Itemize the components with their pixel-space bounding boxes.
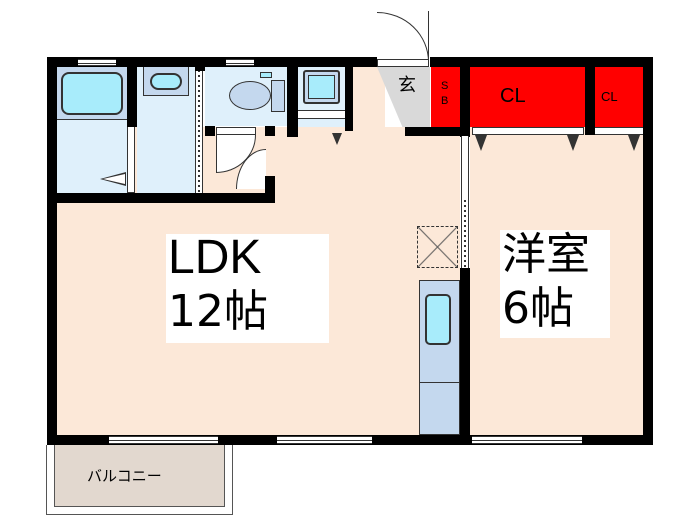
washroom-sliding-door[interactable]: [195, 70, 203, 193]
closet-small-label: CL: [601, 89, 618, 104]
wall-entrance-bottom: [405, 127, 465, 136]
western-room-label-box: [500, 230, 610, 338]
kitchen-sink-icon: [425, 294, 451, 345]
entrance-door-threshold: [377, 59, 429, 67]
toilet-room: [205, 67, 287, 126]
ldk-size: 12帖: [168, 286, 268, 337]
closet-main-label: CL: [500, 85, 526, 107]
toilet-door[interactable]: [216, 127, 276, 193]
kitchen-counter-divider: [420, 382, 459, 383]
closet-small[interactable]: [595, 67, 643, 127]
toilet-bowl-icon: [229, 81, 271, 110]
bathroom: [57, 67, 127, 193]
balcony-floor: [54, 445, 225, 507]
wall-wash-toilet: [195, 67, 205, 71]
toilet-tank-icon: [271, 80, 285, 112]
closet-main[interactable]: [470, 67, 585, 127]
wall-top-left: [47, 57, 377, 67]
toilet-lever-icon: [260, 72, 272, 78]
window-ldk-right[interactable]: [277, 436, 372, 444]
wall-cl-cl: [585, 67, 595, 135]
washroom: [137, 67, 195, 193]
shoe-box[interactable]: [431, 67, 460, 127]
shoe-box-label-b: B: [441, 95, 449, 107]
wall-bath-bottom: [47, 193, 275, 203]
closet-main-door[interactable]: [472, 127, 584, 135]
laundry-door-arrow: [332, 133, 342, 145]
closet-small-door-arrow: [628, 135, 640, 151]
wall-top-right: [430, 57, 653, 67]
wall-closet-post: [265, 126, 275, 136]
wall-laundry-right: [345, 67, 353, 131]
washbasin-icon: [150, 73, 182, 90]
window-ldk-left[interactable]: [109, 436, 218, 444]
bathtub-icon: [61, 72, 123, 115]
door-swing-triangle-inner: [103, 174, 125, 184]
laundry-space: [296, 67, 346, 127]
window-bedroom[interactable]: [472, 436, 582, 444]
wall-toilet-bottom: [205, 126, 215, 136]
shoe-box-label-s: S: [441, 80, 449, 92]
sliding-door-track: [464, 200, 466, 268]
window-toilet[interactable]: [226, 59, 254, 66]
western-room-name: 洋室: [502, 229, 590, 280]
wall-closet-post-lower: [265, 176, 275, 203]
wall-right: [643, 57, 653, 445]
washing-machine-icon: [303, 70, 340, 104]
laundry-door[interactable]: [296, 110, 346, 119]
entrance-door-jamb: [428, 11, 429, 61]
western-room-size: 6帖: [502, 283, 574, 334]
ldk-name: LDK: [168, 231, 262, 284]
closet-small-door[interactable]: [594, 127, 644, 135]
wall-left: [47, 57, 57, 445]
wall-sb-cl: [460, 67, 470, 137]
window-bath[interactable]: [78, 59, 116, 66]
wall-toilet-right: [287, 67, 298, 137]
bathroom-door[interactable]: [127, 125, 135, 193]
range-hood-icon: [417, 226, 458, 268]
entrance-label: 玄: [398, 75, 416, 96]
entrance-door-swing[interactable]: [377, 12, 429, 62]
wall-bath-wash: [127, 67, 137, 127]
closet-door-arrow-right: [567, 135, 579, 151]
balcony-label: バルコニー: [87, 467, 162, 485]
washing-machine-drum: [308, 75, 335, 99]
kitchen-counter: [419, 280, 460, 435]
toilet-door-frame: [216, 127, 256, 135]
ldk-label-box: [166, 234, 329, 343]
wall-ldk-bedroom: [460, 268, 470, 445]
closet-door-arrow-left: [475, 135, 487, 151]
